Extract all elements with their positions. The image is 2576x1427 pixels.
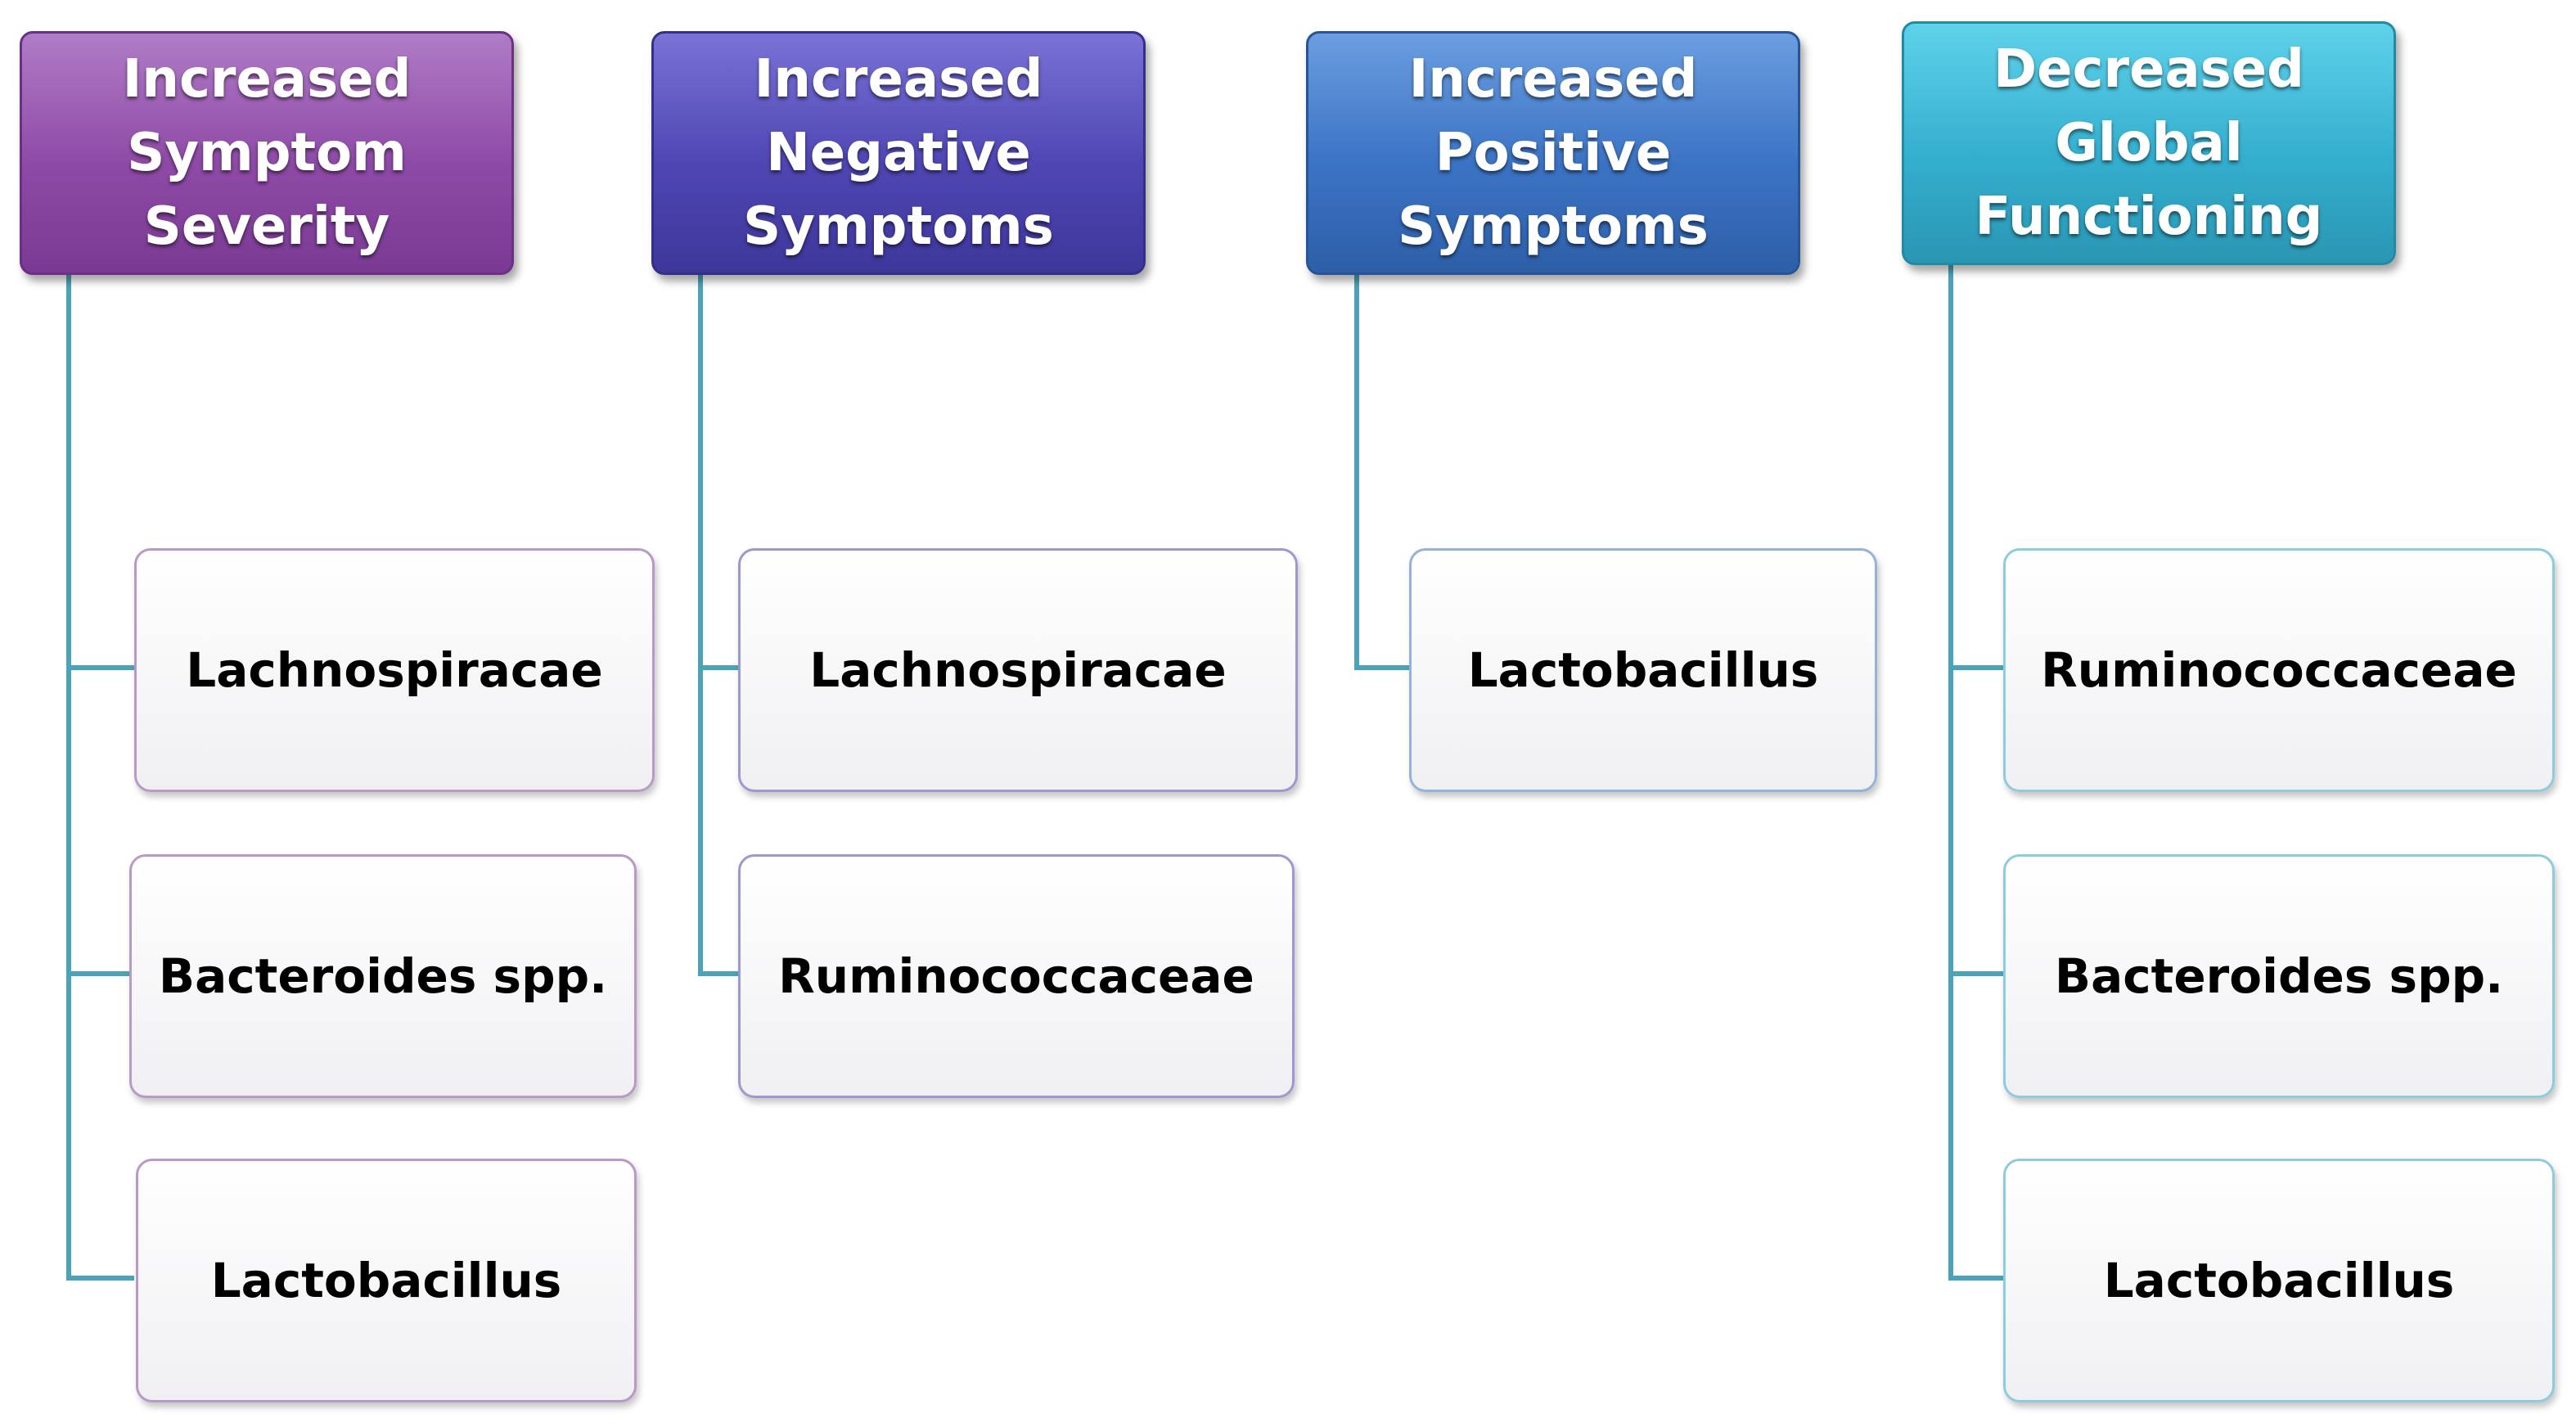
node-lactobacillus: Lactobacillus <box>1409 548 1877 792</box>
header-increased-positive-symptoms: Increased Positive Symptoms <box>1306 31 1800 275</box>
node-bacteroides: Bacteroides spp. <box>129 854 637 1098</box>
header-line: Increased <box>122 49 412 110</box>
header-line: Increased <box>1408 49 1698 110</box>
header-line: Symptom <box>127 123 407 183</box>
header-line: Positive <box>1434 123 1672 183</box>
node-ruminococcaceae: Ruminococcaceae <box>2003 548 2555 792</box>
header-line: Functioning <box>1975 187 2323 247</box>
header-line: Severity <box>143 196 390 257</box>
node-lachnospiracae: Lachnospiracae <box>738 548 1298 792</box>
node-lachnospiracae: Lachnospiracae <box>134 548 655 792</box>
header-line: Symptoms <box>743 196 1054 257</box>
header-line: Negative <box>766 123 1031 183</box>
header-line: Global <box>2055 113 2243 173</box>
header-increased-negative-symptoms: Increased Negative Symptoms <box>651 31 1146 275</box>
node-bacteroides: Bacteroides spp. <box>2003 854 2555 1098</box>
connector-line <box>698 275 738 976</box>
connector-line <box>1354 275 1409 670</box>
node-lactobacillus: Lactobacillus <box>136 1159 637 1402</box>
header-increased-symptom-severity: Increased Symptom Severity <box>20 31 514 275</box>
header-line: Symptoms <box>1398 196 1709 257</box>
connector-line <box>1948 265 2003 1281</box>
header-line: Increased <box>754 49 1043 110</box>
header-line: Decreased <box>1993 39 2304 100</box>
header-decreased-global-functioning: Decreased Global Functioning <box>1902 21 2396 265</box>
node-ruminococcaceae: Ruminococcaceae <box>738 854 1295 1098</box>
node-lactobacillus: Lactobacillus <box>2003 1159 2555 1402</box>
connector-line <box>66 275 134 1281</box>
